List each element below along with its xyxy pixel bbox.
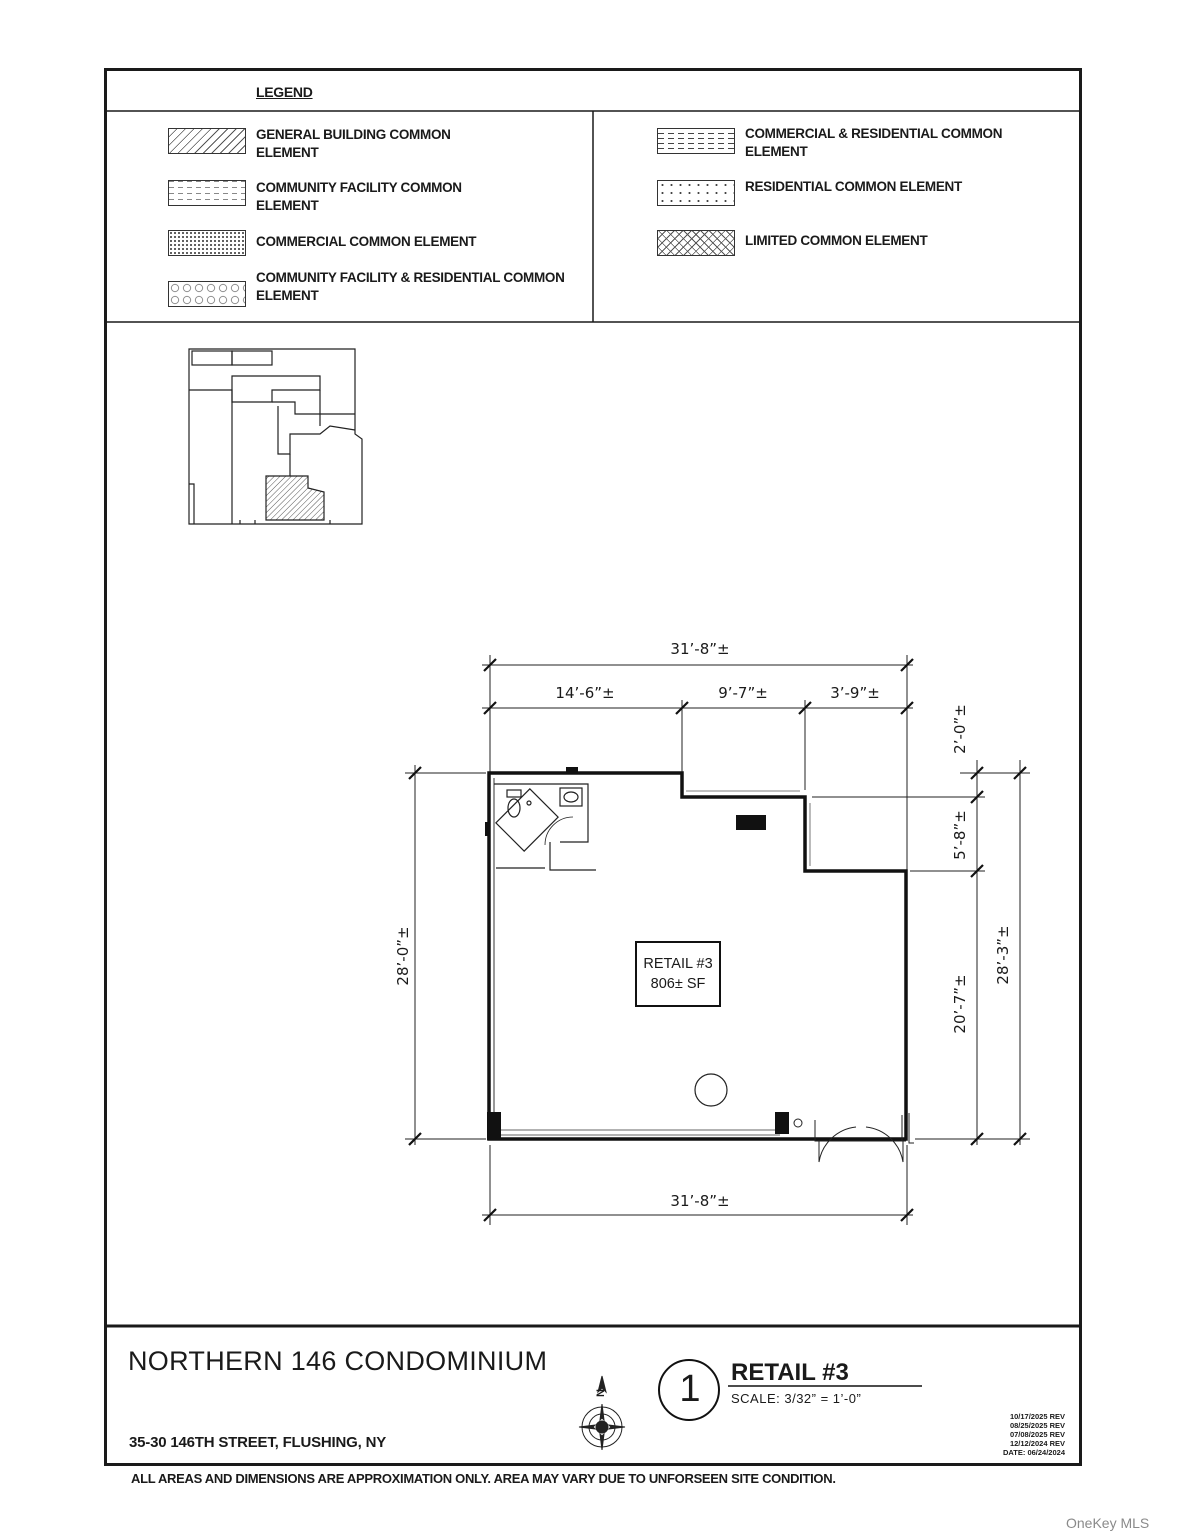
legend-label-community-facility: COMMUNITY FACILITY COMMON ELEMENT <box>256 179 462 215</box>
drawing-scale: SCALE: 3/32” = 1’-0” <box>731 1391 862 1406</box>
revision-entry: 12/12/2024 REV <box>1009 1439 1065 1448</box>
north-arrow-icon <box>578 1375 626 1451</box>
floor-drain <box>694 1073 728 1107</box>
legend-swatch-community-facility <box>168 180 246 206</box>
legend-swatch-general-building <box>168 128 246 154</box>
dim-top-seg-2: 9’-7”± <box>718 684 768 702</box>
legend-label-line: ELEMENT <box>745 144 808 159</box>
room-name: RETAIL #3 <box>643 956 713 972</box>
disclaimer-note: ALL AREAS AND DIMENSIONS ARE APPROXIMATI… <box>131 1471 836 1486</box>
dim-top-overall: 31’-8”± <box>670 640 730 658</box>
unit-outline-wall <box>487 771 908 1141</box>
legend-label-line: COMMERCIAL COMMON ELEMENT <box>256 234 477 249</box>
dim-top-seg-3: 3’-9”± <box>830 684 880 702</box>
column <box>775 1112 789 1134</box>
legend-label-line: RESIDENTIAL COMMON ELEMENT <box>745 179 962 194</box>
legend-label-commercial: COMMERCIAL COMMON ELEMENT <box>256 233 477 251</box>
dim-top-seg-1: 14’-6”± <box>555 684 615 702</box>
key-plan-unit-highlight <box>265 475 325 521</box>
column <box>487 1112 501 1140</box>
legend-label-line: GENERAL BUILDING COMMON <box>256 127 451 142</box>
revision-entry: 07/08/2025 REV <box>1009 1430 1065 1439</box>
legend-label-community-residential: COMMUNITY FACILITY & RESIDENTIAL COMMON … <box>256 269 565 305</box>
legend-label-commercial-residential: COMMERCIAL & RESIDENTIAL COMMON ELEMENT <box>745 125 1003 161</box>
room-area: 806± SF <box>650 976 706 992</box>
legend-label-limited: LIMITED COMMON ELEMENT <box>745 232 928 250</box>
sink-icon <box>559 787 583 807</box>
entrance-doors <box>814 1113 914 1163</box>
dim-right-seg-2: 5’-8”± <box>951 810 969 860</box>
drawing-tag <box>658 1359 922 1421</box>
drawing-title: RETAIL #3 <box>731 1359 849 1386</box>
room-label-box <box>635 941 721 1007</box>
legend-label-line: ELEMENT <box>256 198 319 213</box>
drawing-number: 1 <box>679 1368 701 1410</box>
dim-left-height: 28’-0”± <box>394 926 412 986</box>
legend-label-line: LIMITED COMMON ELEMENT <box>745 233 928 248</box>
drawing-sheet-border <box>104 68 1082 1466</box>
legend-label-residential: RESIDENTIAL COMMON ELEMENT <box>745 178 962 196</box>
dimension-lines <box>405 655 1030 1225</box>
dim-right-overall: 28’-3”± <box>994 925 1012 985</box>
revision-entry: 10/17/2025 REV <box>1009 1412 1065 1421</box>
project-name: NORTHERN 146 CONDOMINIUM <box>128 1346 548 1376</box>
dimension-ticks <box>408 658 1027 1222</box>
mechanical-unit <box>736 815 766 830</box>
dim-right-seg-3: 20’-7”± <box>951 974 969 1034</box>
legend-title: LEGEND <box>256 84 313 100</box>
legend-swatch-limited <box>657 230 735 256</box>
bathroom <box>494 783 596 871</box>
legend-swatch-residential <box>657 180 735 206</box>
watermark: OneKey MLS <box>1066 1515 1150 1531</box>
legend-swatch-commercial <box>168 230 246 256</box>
legend-label-line: ELEMENT <box>256 288 319 303</box>
room-label: RETAIL #3 806± SF <box>636 954 720 994</box>
drawing-date: DATE: 06/24/2024 <box>1003 1448 1065 1457</box>
legend-label-line: COMMUNITY FACILITY COMMON <box>256 180 462 195</box>
legend-swatch-commercial-residential <box>657 128 735 154</box>
revision-entry: 08/25/2025 REV <box>1009 1421 1065 1430</box>
project-address: 35-30 146TH STREET, FLUSHING, NY <box>129 1434 387 1451</box>
legend-label-line: COMMERCIAL & RESIDENTIAL COMMON <box>745 126 1003 141</box>
storefront-glazing <box>500 1129 780 1136</box>
legend-label-line: COMMUNITY FACILITY & RESIDENTIAL COMMON <box>256 270 565 285</box>
toilet-icon <box>507 798 521 818</box>
revision-block: 10/17/2025 REV 08/25/2025 REV 07/08/2025… <box>960 1412 1065 1457</box>
legend-swatch-community-residential <box>168 281 246 307</box>
dim-bottom-overall: 31’-8”± <box>670 1192 730 1210</box>
key-plan <box>188 348 363 525</box>
north-label: N <box>594 1389 607 1397</box>
legend-label-line: ELEMENT <box>256 145 319 160</box>
legend-label-general-building: GENERAL BUILDING COMMON ELEMENT <box>256 126 451 162</box>
dim-right-seg-1: 2’-0”± <box>951 704 969 754</box>
